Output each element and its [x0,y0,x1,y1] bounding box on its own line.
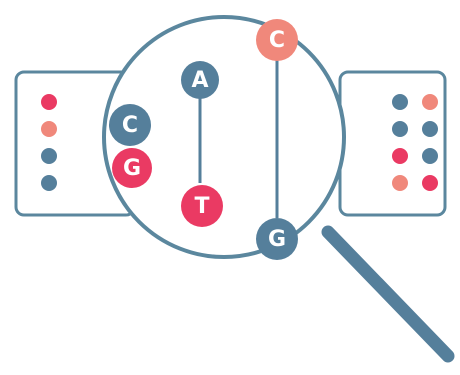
right-dot-1-2 [422,94,438,110]
nucleotide-c-top: C [256,19,298,61]
right-strip-panel [338,70,447,217]
right-strip-dots [392,94,438,191]
left-dot-1 [41,94,57,110]
nucleotide-circle [181,185,223,227]
left-dot-4 [41,175,57,191]
right-dot-4-2 [422,175,438,191]
nucleotide-letter: T [194,194,209,219]
right-dot-1-1 [392,94,408,110]
nucleotide-letter: A [191,68,208,93]
right-dot-3-2 [422,148,438,164]
nucleotide-circle [181,61,219,99]
nucleotide-circle [109,104,151,146]
magnifier-lens [102,15,346,259]
magnifier-handle [321,225,455,363]
nucleotide-circle [256,218,298,260]
nucleotide-c-left: C [109,104,151,146]
nucleotide-letter: G [268,227,286,252]
right-dot-3-1 [392,148,408,164]
nucleotide-letter: C [122,113,138,138]
nucleotide-letter: C [269,28,285,53]
nucleotide-g-bottom: G [256,218,298,260]
left-dot-3 [41,148,57,164]
nucleotide-a-center: A [181,61,219,99]
nucleotide-g-left: G [112,148,152,188]
nucleotide-letter: G [123,156,141,181]
nucleotide-t-center: T [181,185,223,227]
right-dot-4-1 [392,175,408,191]
left-dot-2 [41,121,57,137]
right-dot-2-2 [422,121,438,137]
left-strip-dots [41,94,57,191]
nucleotide-circle [256,19,298,61]
nucleotide-circle [112,148,152,188]
right-dot-2-1 [392,121,408,137]
